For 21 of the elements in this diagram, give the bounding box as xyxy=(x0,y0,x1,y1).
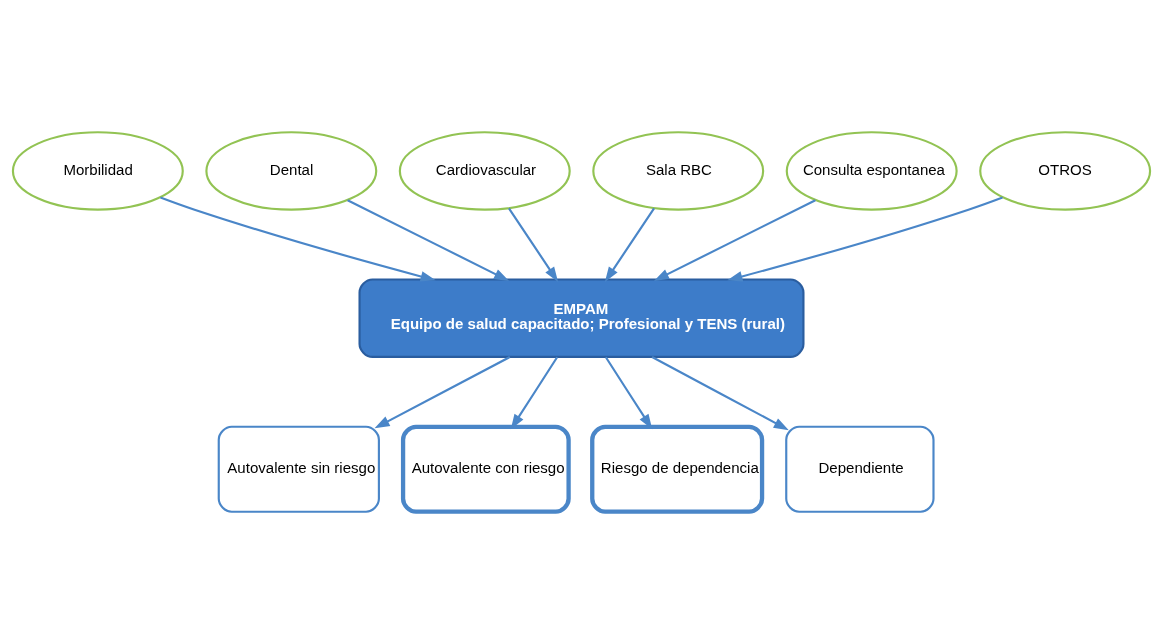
node-ellipse: OTROS xyxy=(979,130,1152,211)
arrow xyxy=(374,355,511,428)
arrow xyxy=(510,356,558,429)
arrow xyxy=(604,207,655,282)
arrow xyxy=(651,355,789,430)
node-box: Autovalente con riesgo xyxy=(400,424,571,514)
node-box: Riesgo de dependencia xyxy=(590,424,765,514)
arrow xyxy=(508,207,559,282)
node-box: Autovalente sin riesgo xyxy=(217,425,380,513)
arrow xyxy=(160,195,436,282)
node-box: Dependiente xyxy=(785,425,935,513)
arrow xyxy=(605,356,653,429)
node-ellipse: Morbilidad xyxy=(11,130,184,211)
node-ellipse: Consulta espontanea xyxy=(785,130,958,211)
node-box: EMPAM Equipo de salud capacitado; Profesional y TENS (rural) xyxy=(358,277,805,358)
node-ellipse: Cardiovascular xyxy=(398,130,571,211)
arrow xyxy=(347,198,510,281)
node-ellipse: Dental xyxy=(205,130,378,211)
arrow xyxy=(653,198,816,281)
arrow xyxy=(727,195,1003,282)
node-ellipse: Sala RBC xyxy=(592,130,765,211)
